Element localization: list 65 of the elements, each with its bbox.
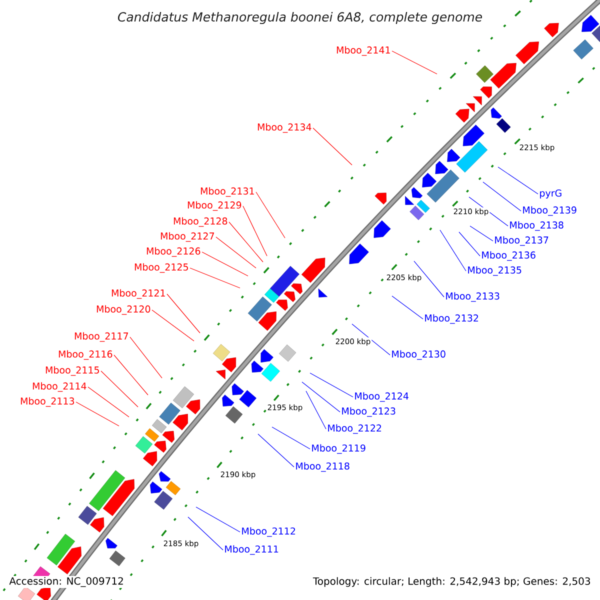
- gene-label: Mboo_2128: [174, 217, 228, 227]
- gene-label: Mboo_2139: [523, 206, 576, 216]
- gene-label: Mboo_2130: [392, 350, 446, 360]
- leader-line: [458, 232, 480, 256]
- gene-label: Mboo_2125: [134, 263, 188, 273]
- gene-label: Mboo_2121: [112, 289, 165, 299]
- leader-line: [114, 354, 148, 396]
- gene-label: Mboo_2114: [32, 382, 86, 392]
- leader-line: [190, 268, 240, 288]
- gene-label: Mboo_2126: [146, 247, 200, 257]
- gene-label: Mboo_2137: [495, 236, 548, 246]
- leader-line: [312, 128, 352, 166]
- leader-line: [306, 390, 326, 430]
- gene-label: Mboo_2112: [242, 527, 296, 537]
- gene-label: Mboo_2123: [342, 407, 396, 417]
- gene-label: Mboo_2124: [355, 392, 408, 402]
- leader-line: [188, 516, 224, 550]
- gene-label: Mboo_2138: [510, 221, 564, 231]
- leader-line: [166, 294, 200, 334]
- leader-line: [470, 226, 494, 242]
- leader-line: [392, 50, 438, 74]
- gene-label: Mboo_2119: [312, 444, 366, 454]
- gene-label: Mboo_2131: [200, 187, 254, 197]
- leader-line: [258, 434, 294, 468]
- title: Candidatus Methanoregula boonei 6A8, complete genome: [118, 12, 482, 24]
- leader-line: [88, 386, 130, 418]
- gene-label: pyrG: [540, 189, 562, 199]
- leader-line: [130, 336, 162, 378]
- leader-line: [228, 222, 264, 262]
- gene-label: Mboo_2117: [74, 332, 128, 342]
- leader-line: [498, 166, 538, 194]
- leader-line: [152, 310, 194, 342]
- gene-label: Mboo_2133: [446, 292, 500, 302]
- leader-line: [440, 230, 466, 272]
- gene-label: Mboo_2122: [328, 424, 382, 434]
- leader-line: [310, 372, 354, 398]
- gene-label: Mboo_2141: [336, 46, 390, 56]
- gene-label: Mboo_2129: [188, 201, 242, 211]
- gene-label: Mboo_2118: [296, 462, 350, 472]
- leader-line: [196, 506, 240, 532]
- gene-label: Mboo_2116: [58, 350, 112, 360]
- leader-line: [482, 182, 522, 212]
- leader-line: [242, 206, 268, 256]
- leader-line: [468, 196, 508, 226]
- gene-label: Mboo_2113: [20, 397, 74, 407]
- leader-line: [256, 192, 286, 238]
- gene-label: Mboo_2120: [96, 305, 150, 315]
- gene-label: Mboo_2136: [482, 251, 536, 261]
- gene-label: Mboo_2132: [425, 314, 478, 324]
- leader-line: [414, 260, 444, 298]
- genome-info-text: Topology: circular; Length: 2,542,943 bp; Genes: 2,503: [312, 576, 592, 588]
- gene-label: Mboo_2135: [468, 266, 522, 276]
- leader-line: [216, 236, 256, 268]
- gene-label: Mboo_2127: [160, 232, 214, 242]
- gene-label: Mboo_2134: [258, 123, 312, 133]
- gene-label: Mboo_2111: [225, 545, 278, 555]
- leader-line: [352, 324, 390, 356]
- accession-text: Accession: NC_009712: [8, 576, 125, 588]
- gene-label: Mboo_2115: [46, 366, 99, 376]
- leader-line: [392, 296, 424, 320]
- leader-line: [272, 426, 310, 450]
- leader-line: [76, 402, 120, 426]
- leader-line: [302, 382, 340, 412]
- leader-line: [100, 370, 138, 408]
- leader-line: [202, 252, 248, 276]
